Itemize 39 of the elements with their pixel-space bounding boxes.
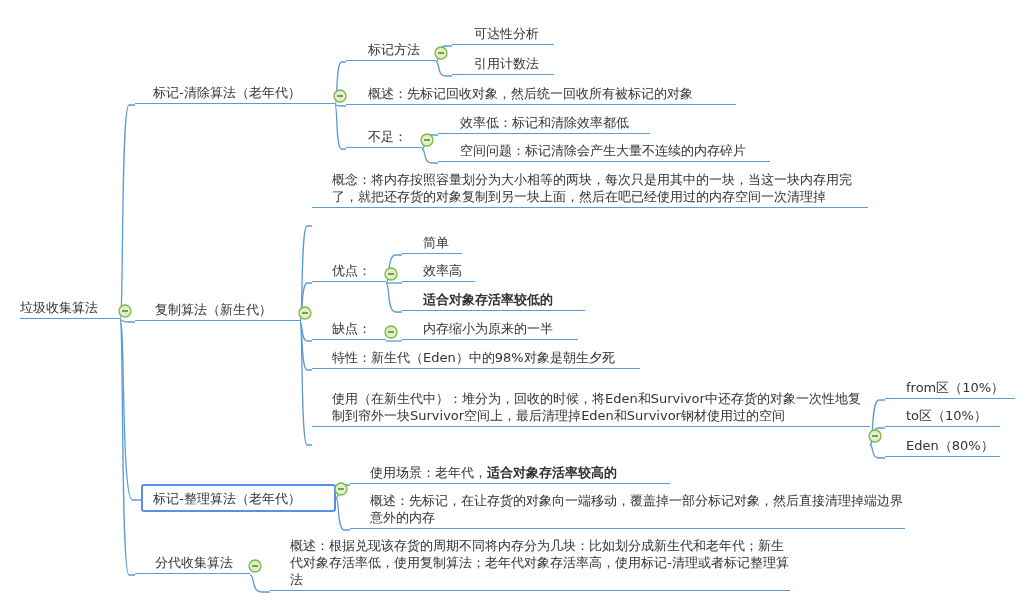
topic-text: 概述：根据兑现该存货的周期不同将内存分为几块：比如划分成新生代和老年代；新生代对象存活率低，使用复制算法；老年代对象存活率高，使用标记-清理或者标记整理算法 xyxy=(270,537,790,591)
topic-text: 适合对象存活率较低的 xyxy=(402,291,585,311)
branch-line xyxy=(385,254,403,284)
topic-text: 简单 xyxy=(402,234,462,254)
branch-line xyxy=(299,321,313,342)
branch-line xyxy=(385,282,403,284)
topic-text: 可达性分析 xyxy=(452,25,554,45)
branch-line xyxy=(421,148,439,164)
topic-text: 引用计数法 xyxy=(452,55,554,75)
topic-text: 概述：先标记回收对象，然后统一回收所有被标记的对象 xyxy=(346,85,736,105)
topic-text: 效率低：标记和清除效率都低 xyxy=(438,114,650,134)
topic-text: 特性：新生代（Eden）中的98%对象是朝生夕死 xyxy=(312,349,640,369)
topic-text: to区（10%） xyxy=(885,407,1000,427)
branch-line xyxy=(334,104,347,107)
topic-text: 使用（在新生代中）：堆分为，回收的时候，将Eden和Survivor中还存货的对象一次性地复制到帘外一块Survivor空间上，最后清理掉Eden和Survivor钢材使用过的空间 xyxy=(312,390,870,427)
branch-line xyxy=(869,427,886,446)
topic-text: 空间问题：标记清除会产生大量不连续的内存碎片 xyxy=(438,142,770,162)
branch-line xyxy=(435,61,453,77)
branch-line xyxy=(385,340,403,342)
topic-text: 内存缩小为原来的一半 xyxy=(402,320,578,340)
branch-line xyxy=(334,104,347,150)
topic-text: Eden（80%） xyxy=(885,437,1000,457)
topic-text: 标记-清除算法（老年代） xyxy=(135,84,335,104)
branch-line xyxy=(334,61,347,106)
topic-text: 概念：将内存按照容量划分为大小相等的两块，每次只是用其中的一块，当这一块内存用完了，就把还存货的对象复制到另一块上面，然后在吧已经使用过的内存空间一次清理掉 xyxy=(312,171,868,208)
branch-line xyxy=(299,282,313,323)
branch-line xyxy=(249,574,271,593)
branch-line xyxy=(869,444,886,459)
branch-line xyxy=(119,319,136,323)
topic-text: 使用场景：老年代，适合对象存活率较高的 xyxy=(350,464,670,484)
selected-topic-box: 标记-整理算法（老年代） xyxy=(141,484,336,512)
topic-text: from区（10%） xyxy=(885,379,1015,399)
branch-line xyxy=(385,282,403,313)
branch-line xyxy=(435,45,453,63)
topic-text: 效率高 xyxy=(402,262,475,282)
branch-line xyxy=(421,134,439,150)
topic-text: 概述：先标记，在让存货的对象向一端移动，覆盖掉一部分标记对象，然后直接清理掉端边界意外的内存 xyxy=(350,492,905,529)
branch-line xyxy=(119,319,136,576)
branch-line xyxy=(299,321,313,446)
